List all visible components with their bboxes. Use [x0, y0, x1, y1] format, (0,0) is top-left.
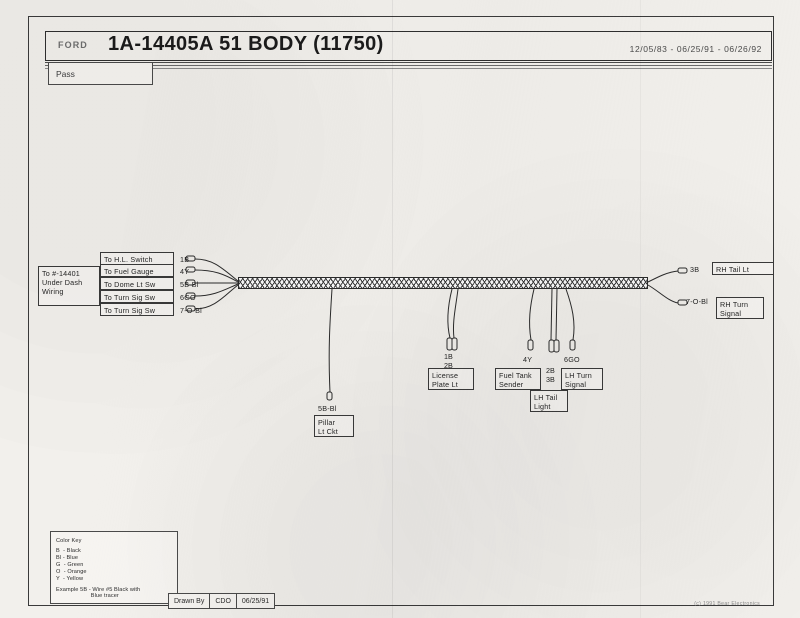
wire-pillar-drop [328, 288, 333, 393]
drop-label-pillar: Pillar Lt Ckt [314, 415, 354, 437]
drop-label-license: License Plate Lt [428, 368, 474, 390]
wire-fuel-drop [529, 288, 535, 341]
wire-license-b [453, 288, 459, 339]
legend-green: G - Green [56, 562, 84, 568]
drawn-by-label: Drawn By [169, 594, 211, 608]
wire-license-a [447, 288, 453, 339]
tail-terminal-a [548, 339, 555, 353]
circuit-code-turn-sig-sw-2: 7-O-Bl [180, 306, 202, 315]
drop-code-tail: 2B 3B [546, 366, 555, 385]
circuit-code-dome-lt-sw: 5B-Bl [180, 280, 199, 289]
branch-code-rh-tail: 3B [690, 265, 700, 274]
pillar-terminal [326, 391, 333, 401]
circuit-code-hl-switch: 1B [180, 255, 190, 264]
legend-example: Example 5B - Wire #5 Black with Blue tra… [56, 587, 141, 599]
drop-label-tail: LH Tail Light [530, 390, 568, 412]
legend-black: B - Black [56, 548, 81, 554]
tail-terminal-b [553, 339, 560, 353]
drop-label-fuel: Fuel Tank Sender [495, 368, 541, 390]
copyright-notice: (c) 1991 Bear Electronics [694, 601, 760, 607]
circuit-code-fuel-gauge: 4Y [180, 267, 190, 276]
branch-code-rh-turn: 7-O-Bl [686, 297, 708, 306]
wire-turn-drop [565, 288, 575, 341]
drop-code-turn: 6GO [564, 355, 580, 364]
circuit-row-turn-sig-sw-2: To Turn Sig Sw [100, 303, 174, 316]
legend-orange: O - Orange [56, 569, 87, 575]
license-terminal-a [446, 337, 453, 351]
legend-blue: Bl - Blue [56, 555, 79, 561]
wire-tail-a [550, 288, 553, 341]
circuit-row-turn-sig-sw-1: To Turn Sig Sw [100, 290, 174, 303]
wire-3b-right [647, 270, 679, 283]
license-terminal-b [451, 337, 458, 351]
branch-label-rh-turn: RH Turn Signal [716, 297, 764, 319]
drawn-by-block: Drawn By CDO 06/25/91 [168, 593, 276, 609]
left-destination-box: To #-14401 Under Dash Wiring [38, 266, 100, 306]
drop-code-pillar: 5B-Bl [318, 404, 337, 413]
circuit-code-turn-sig-sw-1: 6GO [180, 293, 196, 302]
circuit-row-fuel-gauge: To Fuel Gauge [100, 264, 174, 277]
circuit-row-dome-lt-sw: To Dome Lt Sw [100, 277, 174, 290]
drop-code-fuel: 4Y [523, 355, 533, 364]
color-key-legend: Color Key B - Black Bl - Blue G - Green … [50, 531, 178, 604]
drawn-by-date: 06/25/91 [241, 597, 270, 605]
drawn-by-value: CDO [210, 594, 237, 608]
branch-label-rh-tail: RH Tail Lt [712, 262, 774, 275]
drop-label-turn: LH Turn Signal [561, 368, 603, 390]
turn-terminal [569, 339, 576, 351]
wire-tail-b [555, 288, 558, 341]
legend-yellow: Y - Yellow [56, 576, 84, 582]
wire-7obl-right [647, 284, 679, 304]
legend-title: Color Key [56, 538, 82, 544]
fuel-terminal [527, 339, 534, 351]
